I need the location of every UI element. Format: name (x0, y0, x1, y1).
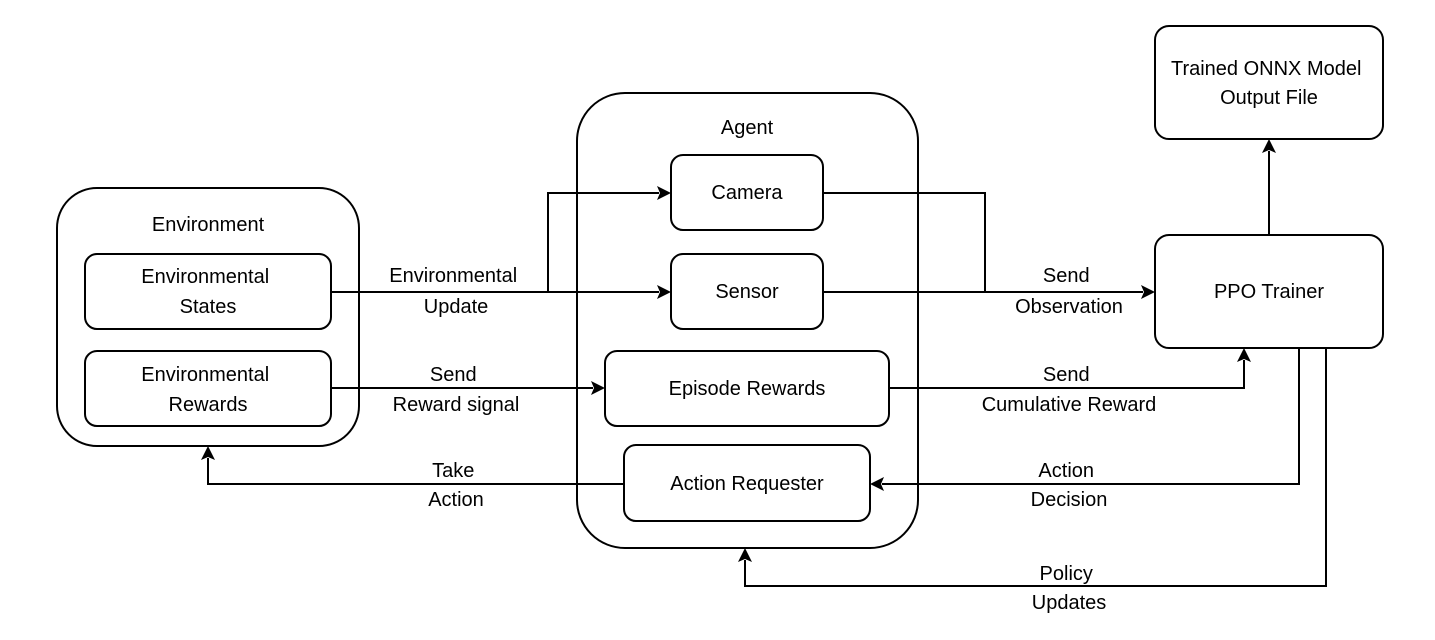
node-action-requester: Action Requester (623, 444, 871, 522)
edge-environmental-update: Environmental Update (331, 186, 671, 318)
agent-title: Agent (721, 117, 774, 139)
node-sensor: Sensor (670, 253, 824, 330)
environmental-states-label: Environmental States (141, 266, 274, 318)
edge-send-observation: Send Observation (823, 192, 1155, 318)
action-decision-line (882, 348, 1300, 485)
episode-rewards-label: Episode Rewards (669, 378, 826, 400)
reward-signal-arrowhead (591, 381, 605, 395)
take-action-label: Take Action (428, 460, 484, 511)
onnx-output-box (1154, 25, 1384, 140)
environmental-rewards-label: Environmental Rewards (141, 364, 274, 416)
cumulative-reward-label: Send Cumulative Reward (982, 364, 1157, 416)
action-requester-label: Action Requester (670, 473, 824, 495)
take-action-arrowhead (201, 446, 215, 460)
edge-reward-signal: Send Reward signal (331, 364, 605, 416)
sensor-label: Sensor (715, 281, 779, 303)
edge-cumulative-reward: Send Cumulative Reward (889, 348, 1251, 416)
env-to-sensor-arrowhead (657, 285, 671, 299)
env-to-camera-arrowhead (657, 186, 671, 200)
action-decision-label: Action Decision (1031, 460, 1108, 511)
edge-action-decision: Action Decision (870, 348, 1300, 511)
action-decision-arrowhead (870, 477, 884, 491)
node-episode-rewards: Episode Rewards (604, 350, 890, 427)
camera-label: Camera (711, 182, 783, 204)
node-environmental-rewards: Environmental Rewards (84, 350, 332, 427)
node-ppo-trainer: PPO Trainer (1154, 234, 1384, 349)
node-camera: Camera (670, 154, 824, 231)
policy-updates-arrowhead (738, 548, 752, 562)
trainer-to-output-arrowhead (1262, 139, 1276, 153)
policy-updates-label: Policy Updates (1032, 563, 1107, 614)
send-observation-label: Send Observation (1015, 265, 1123, 318)
reward-signal-label: Send Reward signal (393, 364, 520, 416)
node-environmental-states: Environmental States (84, 253, 332, 330)
take-action-line (207, 458, 624, 485)
onnx-output-label: Trained ONNX Model Output File (1171, 58, 1367, 109)
observation-arrowhead (1141, 285, 1155, 299)
edge-export-model (1262, 139, 1276, 235)
cumulative-reward-line (889, 360, 1245, 389)
ppo-trainer-label: PPO Trainer (1214, 281, 1324, 303)
cumulative-reward-arrowhead (1237, 348, 1251, 362)
environment-title: Environment (152, 214, 265, 236)
environmental-update-label: Environmental Update (389, 265, 522, 318)
node-onnx-output: Trained ONNX Model Output File (1154, 25, 1384, 140)
edge-policy-updates: Policy Updates (738, 348, 1327, 614)
camera-to-trainer-line (823, 192, 986, 292)
env-to-camera-line (547, 192, 659, 292)
policy-updates-line (744, 348, 1327, 587)
edge-take-action: Take Action (201, 446, 624, 511)
